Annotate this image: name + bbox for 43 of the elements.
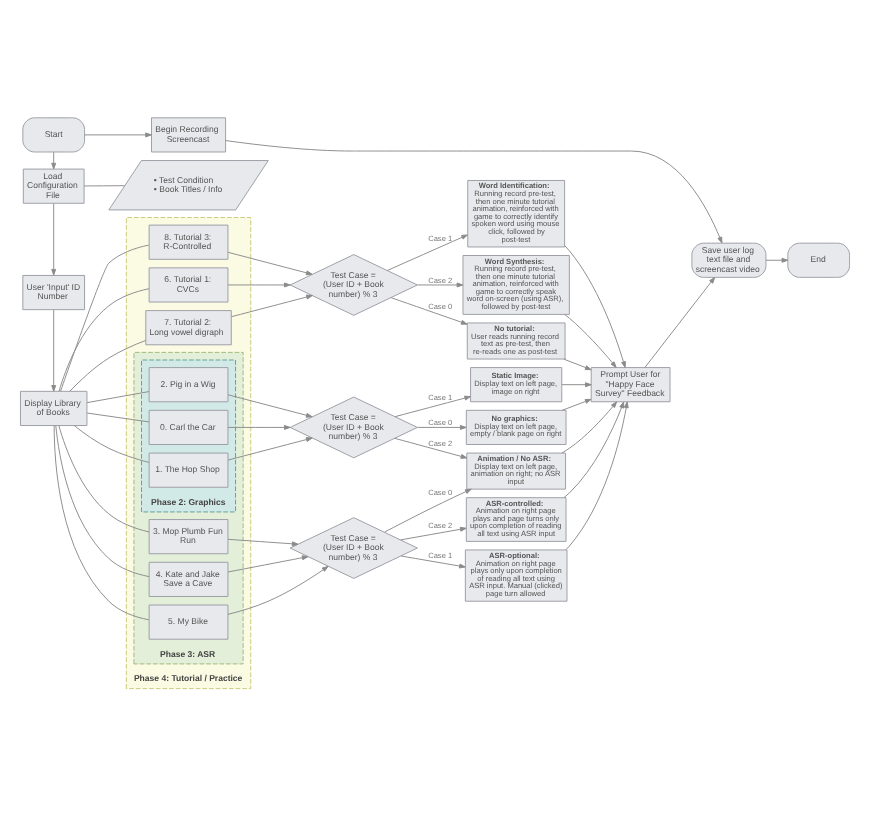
arrow bbox=[227, 565, 329, 615]
arrow bbox=[387, 234, 468, 271]
arrow bbox=[227, 282, 291, 288]
connector bbox=[86, 391, 150, 404]
connector bbox=[83, 185, 126, 187]
connector bbox=[86, 412, 150, 423]
connector bbox=[69, 340, 147, 392]
connector bbox=[58, 288, 150, 392]
arrow bbox=[644, 276, 716, 368]
arrow bbox=[394, 437, 468, 459]
arrow bbox=[51, 151, 57, 170]
connector bbox=[58, 425, 150, 533]
arrow bbox=[561, 401, 618, 454]
arrow bbox=[227, 538, 299, 547]
arrow bbox=[417, 282, 464, 288]
arrow bbox=[561, 398, 592, 411]
arrow bbox=[231, 294, 313, 318]
arrow bbox=[565, 401, 629, 551]
arrow bbox=[384, 488, 472, 533]
arrow bbox=[417, 424, 467, 430]
arrow bbox=[563, 358, 592, 371]
arrow bbox=[563, 401, 625, 499]
arrow bbox=[561, 382, 592, 388]
arrow bbox=[227, 394, 313, 418]
connector bbox=[55, 425, 150, 578]
arrow bbox=[51, 203, 57, 276]
arrow bbox=[227, 251, 313, 276]
arrow bbox=[394, 395, 471, 418]
connector bbox=[73, 425, 150, 463]
arrow bbox=[84, 132, 152, 138]
arrow bbox=[225, 140, 723, 244]
connector bbox=[53, 425, 150, 621]
arrow bbox=[765, 257, 789, 263]
arrow bbox=[564, 314, 617, 368]
connector bbox=[60, 244, 150, 392]
arrow bbox=[227, 424, 291, 430]
arrow bbox=[227, 437, 313, 461]
arrow bbox=[51, 309, 57, 392]
arrow bbox=[400, 526, 467, 541]
arrow bbox=[227, 555, 309, 573]
arrow bbox=[390, 297, 468, 325]
arrow bbox=[400, 555, 466, 569]
arrow bbox=[564, 245, 626, 368]
